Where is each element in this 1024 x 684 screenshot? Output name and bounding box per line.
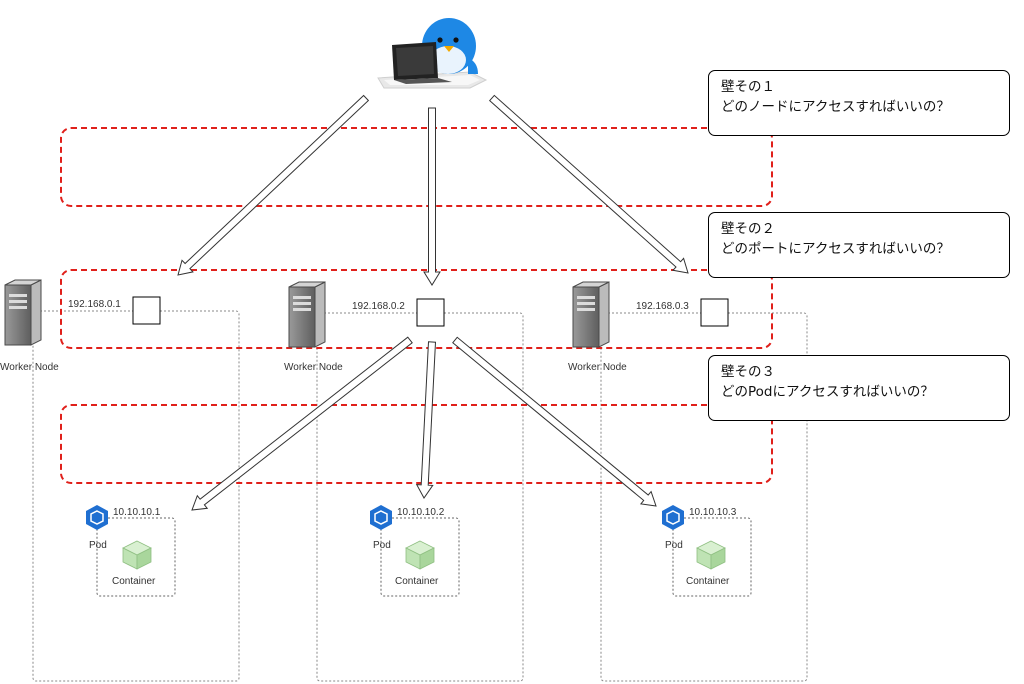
container-icon-3 <box>696 540 726 570</box>
pod-box-3 <box>672 517 752 597</box>
bubble-text-3: どのPodにアクセスすればいいの？ <box>721 384 934 400</box>
pod-icon-2 <box>370 505 392 530</box>
node-ip-3: 192.168.0.3 <box>636 301 689 312</box>
pod-label-2: Pod <box>373 540 391 551</box>
container-icon-2 <box>405 540 435 570</box>
arrow-user-to-node-2 <box>423 107 441 286</box>
bubble-barrier-2: 壁その２ どのポートにアクセスすればいいの？ <box>708 212 1010 308</box>
node-label-2: Worker Node <box>284 362 343 373</box>
bubble-barrier-1: 壁その１ どのノードにアクセスすればいいの？ <box>708 70 1010 166</box>
node-ip-2: 192.168.0.2 <box>352 301 405 312</box>
pod-icon-3 <box>662 505 684 530</box>
pod-ip-3: 10.10.10.3 <box>689 507 737 518</box>
node-label-3: Worker Node <box>568 362 627 373</box>
arrow-node-to-pod-3 <box>452 336 657 507</box>
node-label-1: Worker Node <box>0 362 59 373</box>
pod-box-1 <box>96 517 176 597</box>
pod-ip-2: 10.10.10.2 <box>397 507 445 518</box>
container-label-3: Container <box>686 576 730 587</box>
bubble-barrier-3: 壁その３ どのPodにアクセスすればいいの？ <box>708 355 1010 451</box>
arrow-node-to-pod-1 <box>191 336 413 511</box>
server-icon-3 <box>572 281 610 348</box>
arrow-user-to-node-1 <box>177 94 370 276</box>
bubble-text-2: どのポートにアクセスすればいいの？ <box>721 241 950 257</box>
pod-box-2 <box>380 517 460 597</box>
port-square-2 <box>416 298 445 327</box>
node-ip-1: 192.168.0.1 <box>68 299 121 310</box>
bubble-title-1: 壁その１ <box>721 79 775 95</box>
arrow-node-to-pod-2 <box>415 341 437 499</box>
bubble-text-1: どのノードにアクセスすればいいの？ <box>721 99 950 115</box>
container-label-1: Container <box>112 576 156 587</box>
server-icon-2 <box>288 281 326 348</box>
bubble-title-3: 壁その３ <box>721 364 775 380</box>
pod-icon-1 <box>86 505 108 530</box>
pod-label-1: Pod <box>89 540 107 551</box>
pod-ip-1: 10.10.10.1 <box>113 507 161 518</box>
container-label-2: Container <box>395 576 439 587</box>
port-square-1 <box>132 296 161 325</box>
barrier-zone-3 <box>60 404 773 484</box>
barrier-zone-1 <box>60 127 773 207</box>
pod-label-3: Pod <box>665 540 683 551</box>
port-square-3 <box>700 298 729 327</box>
arrows-group <box>177 94 689 511</box>
arrow-user-to-node-3 <box>488 94 689 274</box>
user-laptop-icon <box>377 18 488 89</box>
container-icon-1 <box>122 540 152 570</box>
barrier-zone-2 <box>60 269 773 349</box>
bubble-title-2: 壁その２ <box>721 221 775 237</box>
server-icon-1 <box>4 279 42 346</box>
